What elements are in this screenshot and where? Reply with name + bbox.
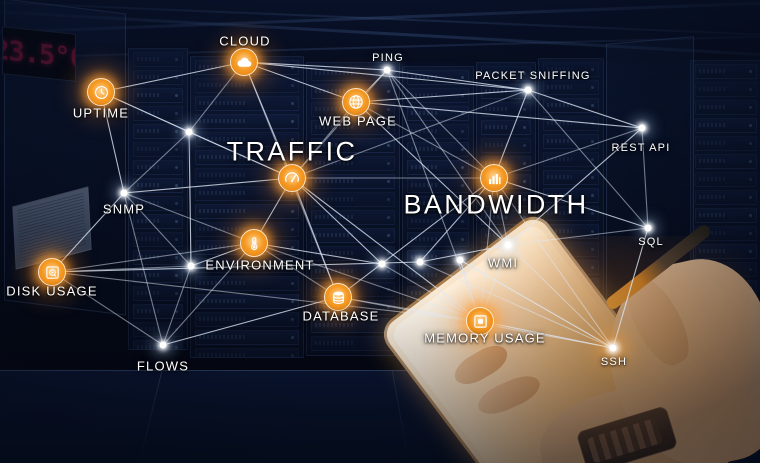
node-dot-icon bbox=[505, 242, 512, 249]
network-node-packet-sniffing[interactable] bbox=[525, 87, 532, 94]
network-edge bbox=[254, 243, 480, 321]
node-dot-icon bbox=[645, 225, 652, 232]
cloud-icon bbox=[230, 48, 258, 76]
network-edge bbox=[124, 193, 191, 266]
network-edge bbox=[508, 228, 648, 245]
network-node-environment[interactable] bbox=[240, 229, 268, 257]
node-dot-icon bbox=[417, 259, 424, 266]
network-node-ping[interactable] bbox=[384, 67, 391, 74]
network-node-uptime[interactable] bbox=[87, 78, 115, 106]
node-dot-icon bbox=[188, 263, 195, 270]
network-edge bbox=[528, 90, 648, 228]
network-node-ssh[interactable] bbox=[610, 345, 617, 352]
network-edge bbox=[189, 132, 191, 266]
node-dot-icon bbox=[379, 261, 386, 268]
node-dot-icon bbox=[160, 342, 167, 349]
network-edge bbox=[338, 178, 494, 297]
node-dot-icon bbox=[186, 129, 193, 136]
network-edge bbox=[189, 132, 292, 178]
network-edge bbox=[387, 70, 528, 90]
network-node-disk-usage[interactable] bbox=[38, 258, 66, 286]
network-node-web-page[interactable] bbox=[342, 88, 370, 116]
network-edge bbox=[101, 62, 244, 92]
network-edge bbox=[124, 193, 254, 243]
network-node-traffic[interactable] bbox=[278, 164, 306, 192]
network-node-junction-e[interactable] bbox=[379, 261, 386, 268]
node-dot-icon bbox=[639, 125, 646, 132]
network-edge bbox=[387, 70, 494, 178]
network-edge bbox=[420, 262, 613, 348]
network-node-database[interactable] bbox=[324, 283, 352, 311]
network-edge bbox=[163, 297, 338, 345]
network-node-junction-c[interactable] bbox=[417, 259, 424, 266]
network-edge bbox=[163, 266, 191, 345]
network-edge bbox=[124, 132, 189, 193]
network-node-flows[interactable] bbox=[160, 342, 167, 349]
globe-icon bbox=[342, 88, 370, 116]
network-node-snmp[interactable] bbox=[121, 190, 128, 197]
network-edge bbox=[480, 321, 613, 348]
clock-icon bbox=[87, 78, 115, 106]
network-node-sql[interactable] bbox=[645, 225, 652, 232]
node-dot-icon bbox=[121, 190, 128, 197]
network-edge bbox=[101, 92, 124, 193]
network-edge bbox=[613, 228, 648, 348]
network-node-cloud[interactable] bbox=[230, 48, 258, 76]
node-dot-icon bbox=[525, 87, 532, 94]
network-node-memory-usage[interactable] bbox=[466, 307, 494, 335]
network-edge bbox=[356, 102, 642, 128]
network-edge bbox=[642, 128, 648, 228]
network-edge bbox=[494, 178, 648, 228]
network-node-junction-d[interactable] bbox=[457, 257, 464, 264]
network-node-wmi[interactable] bbox=[505, 242, 512, 249]
network-edge bbox=[494, 178, 613, 348]
network-edge bbox=[387, 70, 480, 321]
memory-icon bbox=[466, 307, 494, 335]
bars-icon bbox=[480, 164, 508, 192]
network-node-rest-api[interactable] bbox=[639, 125, 646, 132]
database-icon bbox=[324, 283, 352, 311]
harddisk-icon bbox=[38, 258, 66, 286]
network-node-junction-a[interactable] bbox=[186, 129, 193, 136]
thermometer-icon bbox=[240, 229, 268, 257]
node-dot-icon bbox=[457, 257, 464, 264]
node-dot-icon bbox=[384, 67, 391, 74]
network-node-junction-b[interactable] bbox=[188, 263, 195, 270]
network-edge bbox=[124, 178, 292, 193]
network-node-bandwidth[interactable] bbox=[480, 164, 508, 192]
speedometer-icon bbox=[278, 164, 306, 192]
node-dot-icon bbox=[610, 345, 617, 352]
